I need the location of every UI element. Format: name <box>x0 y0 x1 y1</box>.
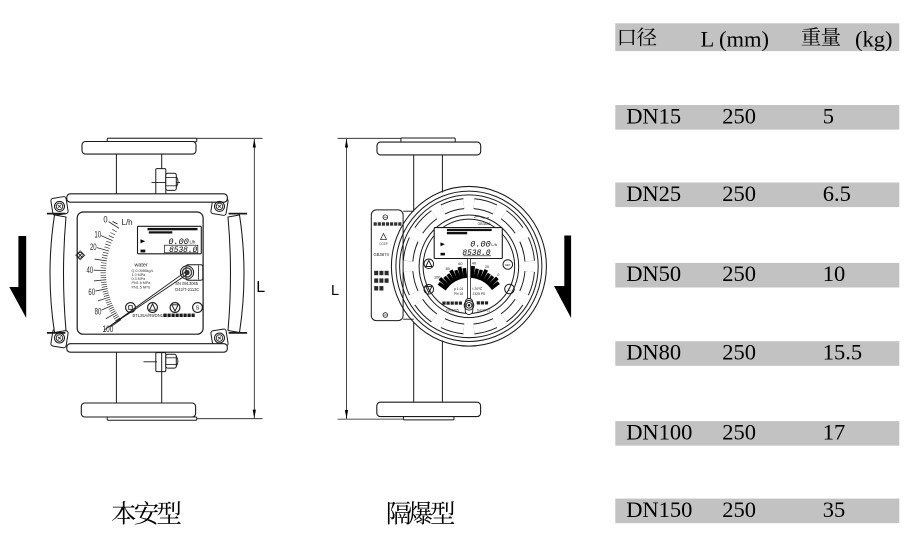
svg-text:100: 100 <box>434 276 440 280</box>
svg-text:250: 250 <box>722 103 756 128</box>
svg-text:L/h: L/h <box>491 242 497 247</box>
svg-text:DN150: DN150 <box>626 497 692 522</box>
svg-text:80: 80 <box>95 307 102 317</box>
svg-text:6.5: 6.5 <box>823 181 851 206</box>
svg-text:0913065: 0913065 <box>446 309 459 313</box>
svg-text:L: L <box>331 283 339 299</box>
svg-text:DN15: DN15 <box>626 103 681 128</box>
svg-text:8538.0: 8538.0 <box>169 247 197 255</box>
svg-text:D42/T-21: D42/T-21 <box>477 309 491 313</box>
svg-text:250: 250 <box>722 419 756 444</box>
svg-text:S: S <box>196 306 200 312</box>
svg-text:0: 0 <box>497 273 499 277</box>
svg-text:15.5: 15.5 <box>823 340 862 365</box>
svg-text:250: 250 <box>722 261 756 286</box>
svg-text:PN 16: PN 16 <box>454 292 464 296</box>
svg-text:DN50: DN50 <box>626 261 681 286</box>
svg-text:(kg): (kg) <box>855 27 893 52</box>
svg-text:D42/T-2113C: D42/T-2113C <box>175 287 199 292</box>
svg-text:DN100: DN100 <box>626 419 692 444</box>
svg-text:100: 100 <box>103 324 114 334</box>
svg-text:L: L <box>256 279 265 296</box>
svg-text:GB3674: GB3674 <box>374 252 390 257</box>
svg-text:250: 250 <box>722 340 756 365</box>
svg-text:0.3 MPa: 0.3 MPa <box>132 277 147 281</box>
svg-text:0.00: 0.00 <box>470 240 490 250</box>
svg-text:GB3836: GB3836 <box>478 222 491 226</box>
svg-text:PN1.5 NPS: PN1.5 NPS <box>132 285 151 289</box>
svg-text:20: 20 <box>90 242 97 252</box>
svg-text:PN1.6 MPa: PN1.6 MPa <box>132 281 152 285</box>
svg-text:DN25: DN25 <box>626 181 681 206</box>
svg-text:DN80: DN80 <box>626 340 681 365</box>
svg-text:0: 0 <box>103 215 107 225</box>
svg-text:L/h: L/h <box>190 240 196 245</box>
svg-text:SN 0913065: SN 0913065 <box>175 281 198 286</box>
svg-text:0.00: 0.00 <box>168 237 188 247</box>
svg-text:17: 17 <box>823 419 846 444</box>
svg-text:250: 250 <box>722 181 756 206</box>
svg-text:8538.0: 8538.0 <box>462 250 490 258</box>
svg-text:35: 35 <box>823 497 846 522</box>
svg-text:ρ 1.01: ρ 1.01 <box>454 287 464 291</box>
svg-text:10: 10 <box>94 229 101 239</box>
svg-text:L (mm): L (mm) <box>701 27 770 52</box>
svg-text:250: 250 <box>722 497 756 522</box>
svg-text:80: 80 <box>446 267 450 271</box>
svg-text:Q 0.0985kg/L: Q 0.0985kg/L <box>132 269 154 273</box>
svg-text:BTL25A/R9/DN15: BTL25A/R9/DN15 <box>133 313 166 318</box>
svg-text:water: water <box>134 262 148 268</box>
svg-text:20: 20 <box>485 265 489 269</box>
svg-text:!: ! <box>388 272 389 278</box>
svg-text:J325 PS: J325 PS <box>473 292 487 296</box>
svg-text:5: 5 <box>823 103 834 128</box>
svg-text:1.0 MPa: 1.0 MPa <box>132 273 147 277</box>
svg-text:L: L <box>508 287 511 292</box>
svg-text:60: 60 <box>458 262 462 266</box>
svg-text:40: 40 <box>86 265 93 275</box>
svg-text:SET: SET <box>505 263 511 267</box>
svg-text:CCEP: CCEP <box>379 242 388 246</box>
svg-text:60: 60 <box>88 287 95 297</box>
svg-text:L/h: L/h <box>122 218 133 227</box>
svg-text:t 20℃: t 20℃ <box>473 287 483 291</box>
svg-text:10: 10 <box>823 261 846 286</box>
svg-text:40: 40 <box>472 262 476 266</box>
